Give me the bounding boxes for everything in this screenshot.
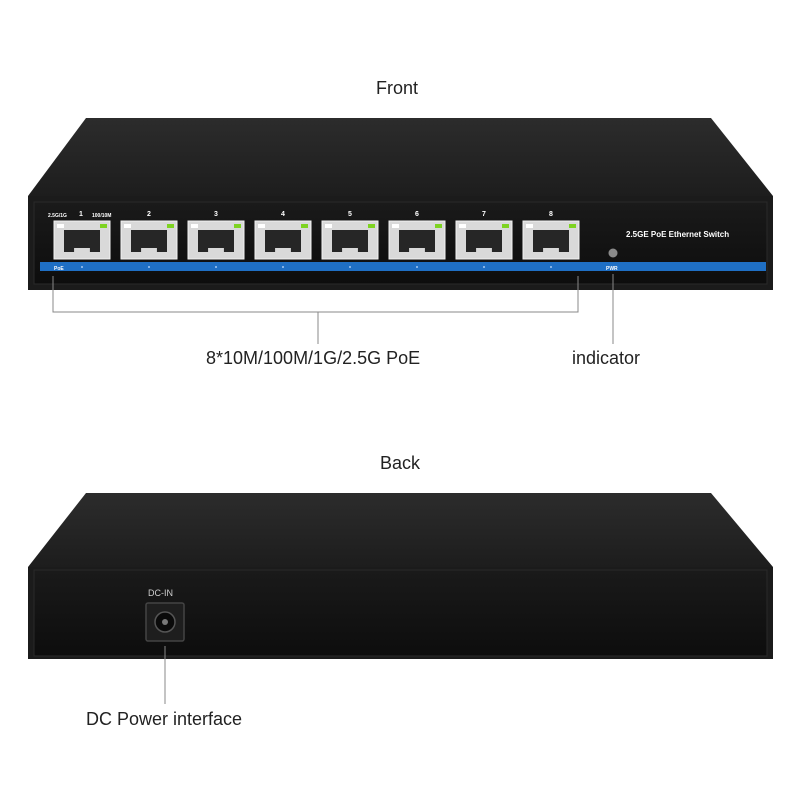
ethernet-port-3: 3 bbox=[187, 211, 245, 268]
poe-status-dot bbox=[81, 266, 83, 268]
indicator-callout-label: indicator bbox=[572, 348, 641, 368]
poe-status-dot bbox=[148, 266, 150, 268]
back-heading: Back bbox=[380, 453, 421, 473]
port-number-label: 7 bbox=[482, 211, 486, 218]
poe-status-dot bbox=[349, 266, 351, 268]
dc-in-label: DC-IN bbox=[148, 588, 173, 598]
model-label: 2.5GE PoE Ethernet Switch bbox=[626, 230, 729, 239]
port-led-green bbox=[502, 224, 509, 228]
ethernet-port-4: 4 bbox=[254, 211, 312, 268]
port-number-label: 8 bbox=[549, 211, 553, 218]
port-number-label: 6 bbox=[415, 211, 419, 218]
ethernet-port-7: 7 bbox=[455, 211, 513, 268]
poe-label: PoE bbox=[54, 266, 64, 272]
front-chassis-top bbox=[28, 118, 773, 196]
front-callout-lines bbox=[52, 274, 614, 344]
port-led-green bbox=[301, 224, 308, 228]
power-label: PWR bbox=[606, 266, 618, 272]
poe-status-dot bbox=[282, 266, 284, 268]
ethernet-port-8: 8 bbox=[522, 211, 580, 268]
ethernet-port-1: 1 bbox=[53, 211, 111, 268]
port-led-green bbox=[234, 224, 241, 228]
ethernet-port-6: 6 bbox=[388, 211, 446, 268]
front-blue-strip bbox=[40, 262, 766, 271]
port-led-amber bbox=[526, 224, 533, 228]
poe-status-dot bbox=[483, 266, 485, 268]
speed-label-2-5g: 2.5G/1G bbox=[48, 213, 67, 219]
ethernet-port-5: 5 bbox=[321, 211, 379, 268]
port-led-green bbox=[435, 224, 442, 228]
port-led-amber bbox=[258, 224, 265, 228]
port-led-green bbox=[569, 224, 576, 228]
port-number-label: 4 bbox=[281, 211, 285, 218]
port-led-amber bbox=[124, 224, 131, 228]
port-led-amber bbox=[459, 224, 466, 228]
power-indicator-led bbox=[608, 248, 618, 258]
front-switch: 2.5G/1G 100/10M PoE 1 2 3 4 5 6 7 8 2.5GE PoE E… bbox=[28, 118, 773, 290]
port-led-green bbox=[368, 224, 375, 228]
port-led-green bbox=[100, 224, 107, 228]
back-panel-face bbox=[33, 569, 768, 657]
port-led-amber bbox=[325, 224, 332, 228]
dc-power-callout-label: DC Power interface bbox=[86, 709, 243, 729]
ports-callout-label: 8*10M/100M/1G/2.5G PoE bbox=[206, 348, 421, 368]
port-led-amber bbox=[392, 224, 399, 228]
port-number-label: 5 bbox=[348, 211, 352, 218]
poe-status-dot bbox=[416, 266, 418, 268]
front-heading: Front bbox=[376, 78, 419, 98]
port-led-amber bbox=[191, 224, 198, 228]
port-led-green bbox=[167, 224, 174, 228]
port-number-label: 2 bbox=[147, 211, 151, 218]
back-switch: DC-IN bbox=[28, 493, 773, 659]
port-number-label: 1 bbox=[79, 211, 83, 218]
port-number-label: 3 bbox=[214, 211, 218, 218]
poe-status-dot bbox=[215, 266, 217, 268]
back-chassis-top bbox=[28, 493, 773, 567]
ethernet-port-2: 2 bbox=[120, 211, 178, 268]
dc-power-jack bbox=[145, 602, 185, 642]
speed-label-100m: 100/10M bbox=[92, 213, 111, 219]
poe-status-dot bbox=[550, 266, 552, 268]
ethernet-ports: 1 2 3 4 5 6 7 8 bbox=[53, 211, 580, 268]
port-led-amber bbox=[57, 224, 64, 228]
ports-bracket-line bbox=[52, 276, 579, 313]
